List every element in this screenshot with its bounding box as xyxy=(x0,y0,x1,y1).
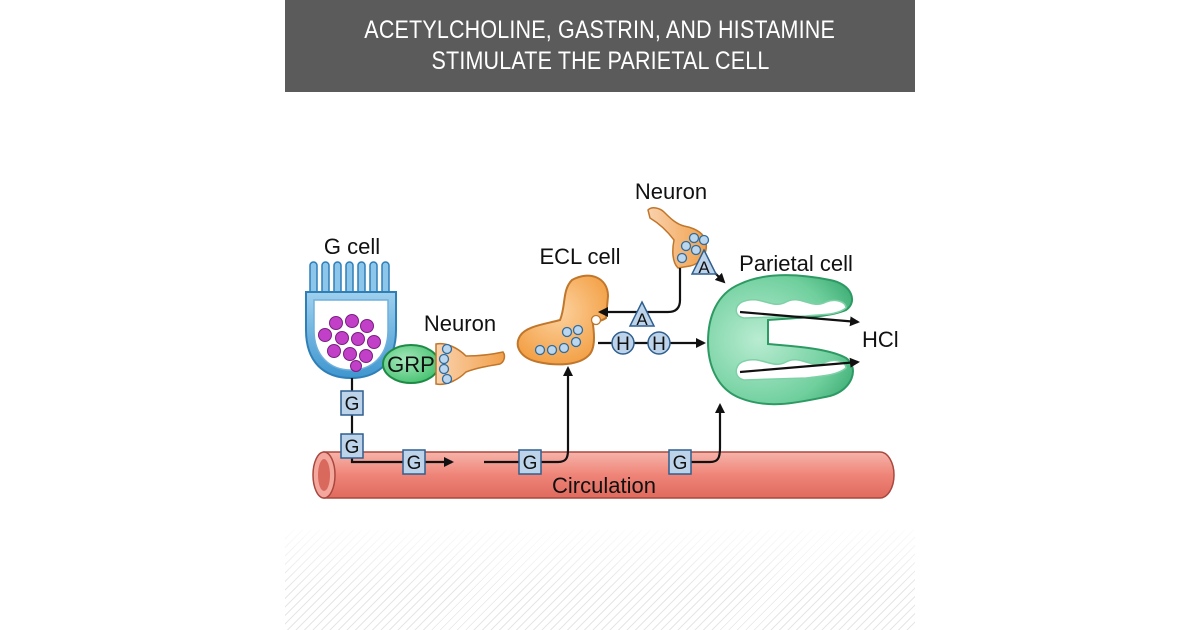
svg-text:G: G xyxy=(345,437,360,458)
neuron-top-label: Neuron xyxy=(635,179,707,204)
gastrin-to-ecl-arrow xyxy=(484,366,573,464)
ecl-cell xyxy=(516,274,610,366)
parietal-cell xyxy=(706,274,854,406)
hcl-arrow-1 xyxy=(739,310,860,327)
parietal-cell-label: Parietal cell xyxy=(739,251,853,276)
title-line-2: STIMULATE THE PARIETAL CELL xyxy=(431,47,769,75)
hcl-label: HCl xyxy=(862,327,899,352)
grp-molecule: GRP xyxy=(382,344,440,384)
hatch-fade xyxy=(285,530,915,630)
neuron-left xyxy=(435,342,506,386)
gastrin-marker: G xyxy=(402,449,426,475)
gastrin-granules xyxy=(318,314,381,372)
svg-text:G: G xyxy=(407,453,422,474)
svg-text:G: G xyxy=(345,394,360,415)
histamine-marker: H xyxy=(611,331,635,355)
ecl-cell-label: ECL cell xyxy=(539,244,620,269)
g-cell xyxy=(305,261,397,380)
acetylcholine-marker: A xyxy=(690,248,718,277)
svg-text:G: G xyxy=(673,453,688,474)
grp-label: GRP xyxy=(387,352,435,377)
ach-to-ecl-arrow xyxy=(598,268,682,317)
svg-text:G: G xyxy=(523,453,538,474)
svg-text:A: A xyxy=(698,258,710,277)
svg-text:H: H xyxy=(652,334,666,355)
title-line-1: ACETYLCHOLINE, GASTRIN, AND HISTAMINE xyxy=(364,16,836,44)
gastrin-to-parietal-arrow xyxy=(680,403,725,464)
hcl-arrow-2 xyxy=(739,357,860,374)
g-cell-label: G cell xyxy=(324,234,380,259)
neuron-top xyxy=(647,207,710,269)
title-banner: ACETYLCHOLINE, GASTRIN, AND HISTAMINE ST… xyxy=(285,0,915,92)
neuron-left-label: Neuron xyxy=(424,311,496,336)
histamine-marker: H xyxy=(647,331,671,355)
gastrin-marker: G xyxy=(340,390,364,416)
blood-vessel xyxy=(312,451,895,499)
svg-text:A: A xyxy=(636,310,648,329)
gastrin-marker: G xyxy=(340,433,364,459)
svg-text:H: H xyxy=(616,334,630,355)
circulation-label: Circulation xyxy=(552,473,656,498)
gastrin-marker: G xyxy=(668,449,692,475)
acetylcholine-marker: A xyxy=(628,300,656,329)
gastrin-marker: G xyxy=(518,449,542,475)
